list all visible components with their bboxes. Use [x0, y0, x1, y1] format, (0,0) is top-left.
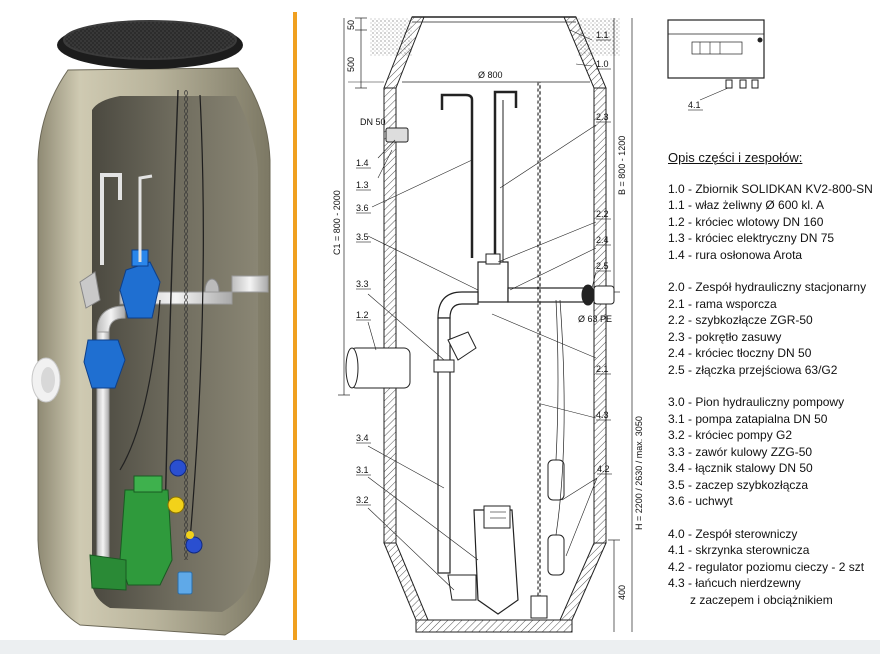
callout-label: 4.1 — [688, 100, 701, 110]
control-box — [667, 19, 765, 79]
callout-label: 2.5 — [596, 261, 609, 271]
callout-label: 2.3 — [596, 112, 609, 122]
dimension-labels: 50 500 DN 50 Ø 800 C1 = 800 - 2000 B = 8… — [332, 20, 644, 600]
callout-label: 1.4 — [356, 158, 369, 168]
chain — [184, 90, 188, 560]
callout-label: 2.1 — [596, 364, 609, 374]
callout-label: 4.2 — [597, 464, 610, 474]
callout-label: 1.2 — [356, 310, 369, 320]
legend-groups: 1.0 - Zbiornik SOLIDKAN KV2-800-SN 1.1 - … — [668, 181, 878, 592]
dim-c1: C1 = 800 - 2000 — [332, 190, 342, 255]
callout-label: 3.1 — [356, 465, 369, 475]
legend-item: 3.0 - Pion hydrauliczny pompowy — [668, 395, 845, 409]
legend-item: 4.2 - regulator poziomu cieczy - 2 szt — [668, 559, 865, 574]
legend-item: 1.1 - właz żeliwny Ø 600 kl. A — [668, 198, 825, 212]
legend-item: 3.6 - uchwyt — [668, 494, 733, 508]
dim-dia800: Ø 800 — [478, 70, 503, 80]
dim-50: 50 — [346, 20, 356, 30]
callout-label: 3.4 — [356, 433, 369, 443]
callout-label: 3.6 — [356, 203, 369, 213]
float-switch — [169, 459, 187, 477]
panel-divider — [293, 12, 297, 640]
legend-item: 3.3 - zawór kulowy ZZG-50 — [668, 444, 813, 459]
support-frame — [79, 271, 101, 309]
legend-group: 1.0 - Zbiornik SOLIDKAN KV2-800-SN 1.1 - … — [668, 181, 878, 264]
callout-label: 3.3 — [356, 279, 369, 289]
outlet-fitting — [231, 275, 269, 293]
legend-continuation: z zaczepem i obciążnikiem — [690, 592, 833, 607]
legend-item: 1.4 - rura osłonowa Arota — [668, 247, 803, 262]
callout-label: 4.3 — [596, 410, 609, 420]
legend-item: 3.4 - łącznik stalowy DN 50 — [668, 461, 813, 475]
legend-group: 4.0 - Zespół sterowniczy 4.1 - skrzynka s… — [668, 526, 878, 592]
callout-label: 1.0 — [596, 59, 609, 69]
legend-item: 2.5 - złączka przejściowa 63/G2 — [668, 362, 838, 377]
legend-item: 4.3 - łańcuch nierdzewny — [668, 576, 801, 590]
dim-500: 500 — [346, 57, 356, 72]
callout-label: 1.3 — [356, 180, 369, 190]
legend-item: 3.5 - zaczep szybkozłącza — [668, 477, 809, 492]
quick-coupling — [119, 261, 161, 319]
legend-item: 2.2 - szybkozłącze ZGR-50 — [668, 313, 813, 327]
legend-heading: Opis części i zespołów: — [668, 150, 803, 165]
dim-pe63: Ø 63 PE — [578, 314, 612, 324]
bottom-strip — [0, 640, 880, 654]
legend-item: 1.2 - króciec wlotowy DN 160 — [668, 214, 824, 229]
legend-group: 3.0 - Pion hydrauliczny pompowy 3.1 - pom… — [668, 394, 878, 510]
parts-legend: Opis części i zespołów: 1.0 - Zbiornik S… — [668, 150, 878, 608]
legend-item: 2.1 - rama wsporcza — [668, 296, 777, 311]
dim-dn50: DN 50 — [360, 117, 386, 127]
dim-400: 400 — [617, 585, 627, 600]
callout-label: 2.4 — [596, 235, 609, 245]
callout-label: 3.2 — [356, 495, 369, 505]
callout-labels: 1.1 1.0 1.4 1.3 3.6 3.5 1.2 3.3 3.4 3.1 3.2 2.3 2.2 2… — [356, 30, 703, 506]
legend-item: 2.0 - Zespół hydrauliczny stacjonarny — [668, 280, 867, 294]
legend-item: 3.1 - pompa zatapialna DN 50 — [668, 411, 828, 426]
legend-item: 1.3 - króciec elektryczny DN 75 — [668, 231, 835, 245]
render-3d — [31, 20, 271, 636]
callout-label: 2.2 — [596, 209, 609, 219]
technical-drawing — [338, 16, 765, 633]
dim-b: B = 800 - 1200 — [617, 136, 627, 195]
legend-item: 4.1 - skrzynka sterownicza — [668, 543, 810, 557]
float-weight — [177, 571, 193, 595]
ball-valve — [83, 339, 126, 389]
legend-item: 4.0 - Zespół sterowniczy — [668, 526, 798, 541]
legend-item: 3.2 - króciec pompy G2 — [668, 428, 793, 442]
callout-label: 3.5 — [356, 232, 369, 242]
legend-item: 2.4 - króciec tłoczny DN 50 — [668, 346, 812, 360]
dim-h: H = 2200 / 2630 / max. 3050 — [634, 416, 644, 530]
callout-label: 1.1 — [596, 30, 609, 40]
legend-group: 2.0 - Zespół hydrauliczny stacjonarny 2.1… — [668, 279, 878, 378]
submersible-pump — [119, 489, 173, 586]
legend-item: 2.3 - pokrętło zasuwy — [668, 329, 782, 344]
legend-item: 1.0 - Zbiornik SOLIDKAN KV2-800-SN — [668, 181, 873, 196]
